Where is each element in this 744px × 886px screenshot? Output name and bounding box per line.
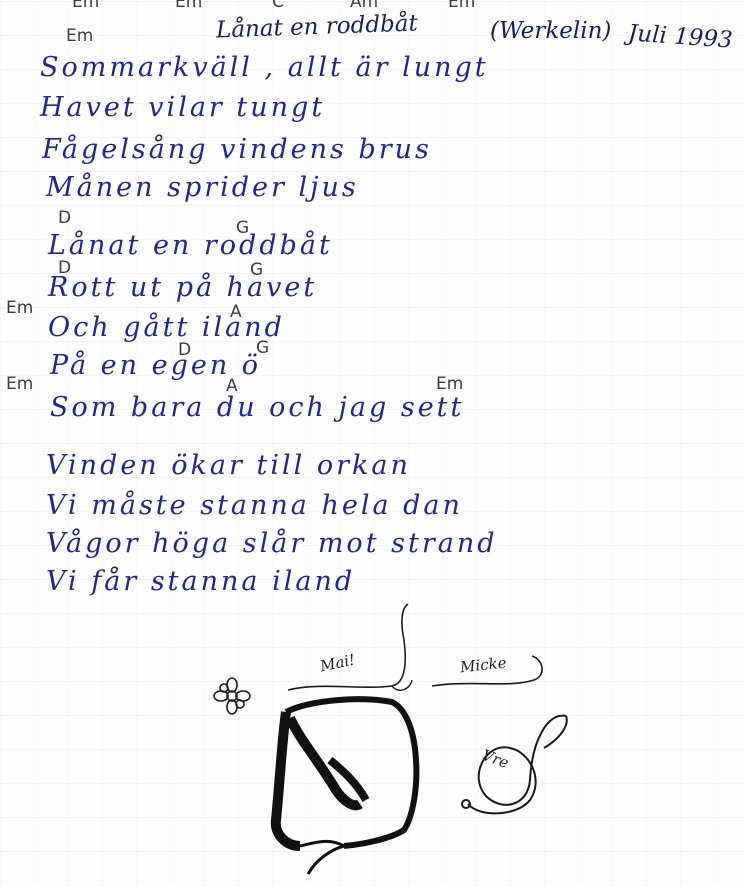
chorus-chord-g-1: G: [236, 218, 250, 238]
chorus-chord-d-1: D: [58, 208, 72, 228]
verse2-line-1: Vinden ökar till orkan: [46, 450, 411, 481]
verse1-line-3: Fågelsång vindens brus: [42, 134, 432, 165]
top-chord-3: C: [272, 0, 284, 12]
chorus-line-1: Lånat en roddbåt: [48, 230, 333, 261]
top-chord-2: Em: [175, 0, 203, 12]
chorus-chord-g-2: G: [250, 260, 264, 280]
chorus-chord-d-2: D: [58, 258, 72, 278]
top-chord-1: Em: [72, 0, 100, 12]
boat-sketch: [270, 696, 420, 875]
verse2-line-4: Vi får stanna iland: [46, 566, 356, 597]
verse2-line-3: Vågor höga slår mot strand: [46, 528, 498, 559]
signature-right-swoosh: [431, 655, 543, 687]
signature-left-swoosh: [287, 603, 409, 691]
chorus-chord-em-1: Em: [6, 298, 34, 318]
flower-doodle-icon: [213, 677, 251, 715]
song-author: (Werkelin): [490, 18, 612, 44]
verse1-line-1: Sommarkväll , allt är lungt: [40, 52, 489, 83]
chorus-line-5: Som bara du och jag sett: [50, 392, 465, 423]
verse1-line-4: Månen sprider ljus: [46, 172, 359, 203]
chorus-line-3: Och gått iland: [48, 312, 285, 343]
top-chord-4: Am: [350, 0, 379, 12]
chorus-line-4: På en egen ö: [50, 350, 262, 381]
chorus-chord-a-1: A: [230, 302, 242, 322]
top-chord-5: Em: [448, 0, 476, 12]
start-chord: Em: [66, 26, 94, 46]
treble-clef-icon: [461, 714, 568, 815]
chorus-chord-g-3: G: [256, 338, 270, 358]
chorus-line-2: Rott ut på havet: [48, 272, 318, 303]
chorus-chord-em-3: Em: [436, 374, 464, 394]
chorus-chord-a-2: A: [226, 376, 238, 396]
verse1-line-2: Havet vilar tungt: [40, 92, 326, 123]
chorus-chord-d-3: D: [178, 340, 192, 360]
chorus-chord-em-2: Em: [6, 374, 34, 394]
verse2-line-2: Vi måste stanna hela dan: [46, 490, 463, 521]
